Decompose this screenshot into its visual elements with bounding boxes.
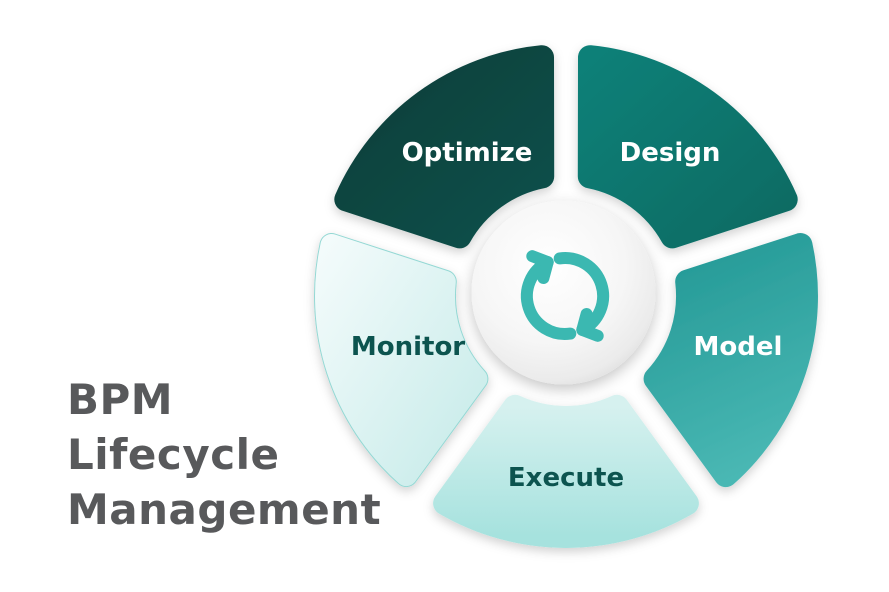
cycle-arrowhead-top <box>526 250 554 284</box>
cycle-arc-right <box>553 252 610 336</box>
segment-monitor-wedge <box>315 234 488 487</box>
cycle-arrowhead-bottom <box>576 308 604 342</box>
cycle-arc-left <box>520 256 577 340</box>
center-circle <box>471 200 656 385</box>
page-title: BPM Lifecycle Management <box>67 372 381 537</box>
title-line-2: Lifecycle <box>67 430 280 479</box>
segment-model-label: Model <box>694 332 783 362</box>
segment-execute-wedge <box>433 394 699 548</box>
refresh-cycle-icon <box>520 250 610 342</box>
segment-execute-label: Execute <box>508 463 624 493</box>
title-line-3: Management <box>67 485 382 534</box>
segment-ring <box>314 45 818 548</box>
segment-optimize-label: Optimize <box>402 138 533 168</box>
title-line-1: BPM <box>67 375 174 424</box>
segment-model-wedge <box>643 233 818 488</box>
segment-optimize-wedge <box>334 45 555 249</box>
segment-design-wedge <box>577 45 798 249</box>
segment-monitor-label: Monitor <box>351 332 465 362</box>
segment-design-label: Design <box>620 138 721 168</box>
